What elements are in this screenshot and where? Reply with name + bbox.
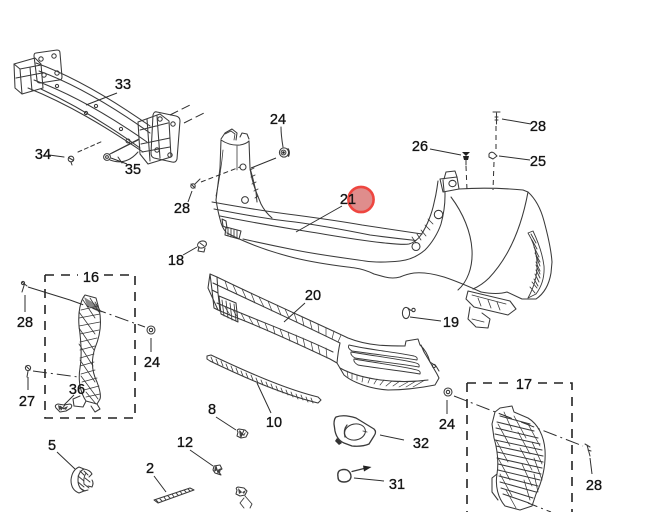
svg-text:10: 10: [266, 415, 282, 431]
svg-text:31: 31: [389, 477, 405, 493]
svg-text:12: 12: [177, 435, 193, 451]
svg-text:33: 33: [115, 77, 131, 93]
svg-text:24: 24: [439, 417, 455, 433]
svg-text:26: 26: [412, 139, 428, 155]
svg-text:28: 28: [17, 315, 33, 331]
svg-text:24: 24: [144, 355, 160, 371]
svg-text:36: 36: [69, 382, 85, 398]
svg-text:28: 28: [530, 119, 546, 135]
svg-text:20: 20: [305, 288, 321, 304]
svg-text:8: 8: [208, 402, 216, 418]
svg-text:18: 18: [168, 253, 184, 269]
svg-text:19: 19: [443, 315, 459, 331]
svg-text:16: 16: [83, 270, 99, 286]
svg-text:2: 2: [146, 461, 154, 477]
svg-text:24: 24: [270, 112, 286, 128]
svg-text:21: 21: [340, 192, 356, 208]
svg-text:34: 34: [35, 147, 51, 163]
svg-text:32: 32: [413, 436, 429, 452]
svg-text:35: 35: [125, 162, 141, 178]
svg-text:28: 28: [586, 478, 602, 494]
svg-text:28: 28: [174, 201, 190, 217]
svg-text:25: 25: [530, 154, 546, 170]
svg-text:17: 17: [516, 377, 532, 393]
svg-text:5: 5: [48, 438, 56, 454]
svg-text:27: 27: [19, 394, 35, 410]
